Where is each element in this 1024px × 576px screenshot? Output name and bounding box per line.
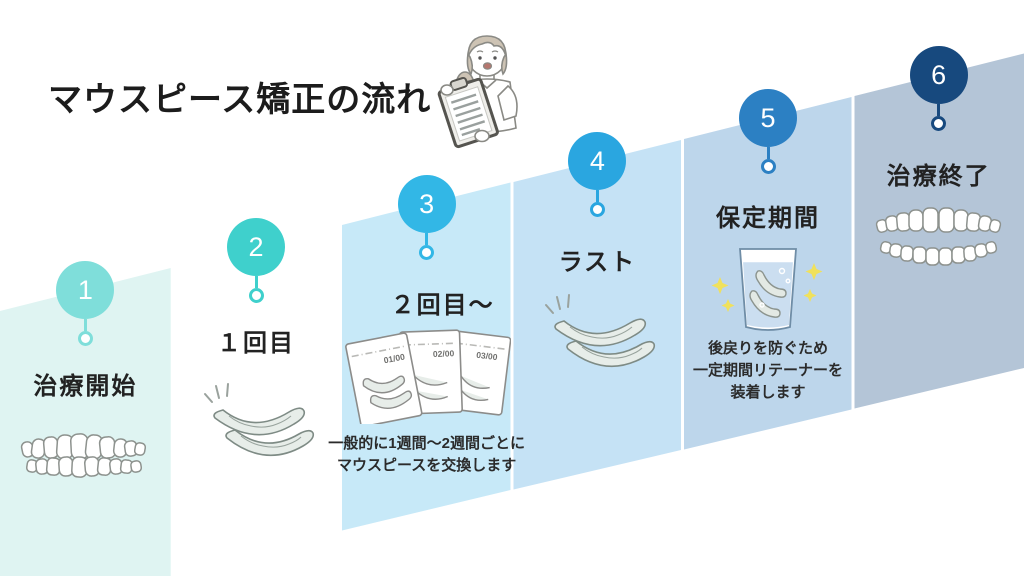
package-label: 02/00	[432, 348, 454, 359]
step-5-caption: 後戻りを防ぐため 一定期間リテーナーを 装着します	[653, 338, 883, 404]
step-1-connector-dot	[77, 331, 93, 346]
step-3-label: ２回目〜	[390, 292, 495, 319]
caption-line: 装着します	[730, 384, 806, 401]
step-3-caption: 一般的に1週間〜2週間ごとに マウスピースを交換します	[312, 433, 542, 477]
step-3-connector-dot	[419, 245, 435, 260]
step-2-column: 2 １回目	[171, 0, 342, 576]
step-1-column: 1 治療開始	[0, 0, 171, 576]
step-3-column: 3 ２回目〜 03/00 02/00	[328, 0, 525, 576]
step-6-column: 6 治療終了	[853, 0, 1024, 576]
step-number: 1	[77, 274, 93, 305]
step-3-number-badge: 3	[397, 175, 456, 233]
step-5-connector-line	[766, 147, 770, 159]
step-number: 5	[760, 102, 776, 133]
step-1-label: 治療開始	[33, 373, 138, 400]
step-6-number-badge: 6	[909, 46, 968, 104]
retainer-in-glass-icon	[711, 248, 823, 331]
step-2-connector-dot	[248, 288, 264, 303]
caption-line: 一定期間リテーナーを	[693, 362, 844, 379]
aligner-pair-icon	[545, 294, 656, 368]
straight-teeth-icon	[875, 207, 1001, 266]
aligner-packages-icon: 03/00 02/00 01/00	[344, 329, 511, 424]
step-2-number-badge: 2	[227, 218, 286, 276]
step-1-connector-line	[83, 319, 87, 331]
band-step-4	[513, 140, 681, 490]
step-4-label: ラスト	[558, 249, 637, 276]
step-number: 2	[248, 231, 264, 262]
caption-line: 一般的に1週間〜2週間ごとに	[328, 435, 525, 452]
caption-line: マウスピースを交換します	[337, 457, 517, 474]
crooked-teeth-icon	[21, 433, 147, 478]
step-6-connector-dot	[931, 116, 947, 131]
step-5-column: 5 保定期間	[683, 0, 854, 576]
step-3-connector-line	[425, 233, 429, 245]
band-step-1	[0, 268, 171, 576]
dental-staff-illustration	[437, 35, 518, 149]
step-4-connector-line	[595, 190, 599, 202]
step-5-number-badge: 5	[739, 89, 798, 147]
page-title: マウスピース矯正の流れ	[48, 81, 432, 119]
step-4-column: 4 ラスト	[512, 0, 683, 576]
step-5-label: 保定期間	[716, 205, 821, 232]
step-5-connector-dot	[760, 159, 776, 174]
step-number: 6	[931, 59, 947, 90]
step-2-connector-line	[254, 276, 258, 288]
band-step-6	[854, 53, 1024, 409]
aligner-pair-icon	[204, 383, 315, 457]
step-6-label: 治療終了	[886, 163, 991, 190]
step-4-number-badge: 4	[568, 132, 627, 190]
step-1-number-badge: 1	[56, 261, 115, 319]
step-2-label: １回目	[217, 330, 296, 357]
caption-line: 後戻りを防ぐため	[708, 340, 829, 357]
step-4-connector-dot	[589, 202, 605, 217]
package-label: 01/00	[383, 351, 406, 365]
package-label: 03/00	[475, 350, 498, 363]
step-number: 3	[419, 188, 435, 219]
step-number: 4	[589, 145, 605, 176]
step-6-connector-line	[937, 104, 941, 116]
